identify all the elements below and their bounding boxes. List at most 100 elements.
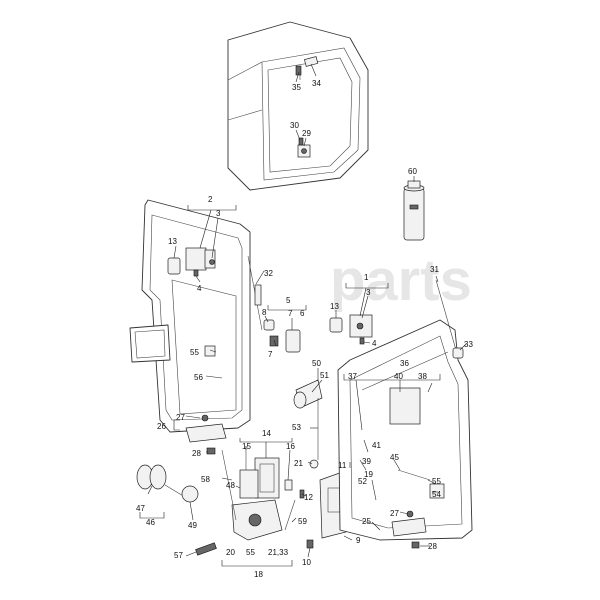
label-31: 31 xyxy=(430,265,439,274)
label-27-right: 27 xyxy=(390,509,399,518)
label-58: 58 xyxy=(201,475,210,484)
label-28-right: 28 xyxy=(428,542,437,551)
part-labels: 1 2 3 3 4 4 5 6 7 7 8 9 10 11 12 13 13 1… xyxy=(136,79,473,579)
label-3-right: 3 xyxy=(366,288,371,297)
label-55-right: 55 xyxy=(432,477,441,486)
label-51: 51 xyxy=(320,371,329,380)
label-1: 1 xyxy=(364,273,369,282)
label-39: 39 xyxy=(362,457,371,466)
pad-54 xyxy=(429,483,445,499)
hinge-25 xyxy=(391,510,427,537)
bolt-35 xyxy=(295,65,302,76)
right-rear-door xyxy=(337,319,473,541)
rod-32 xyxy=(247,255,263,331)
screw-4-left xyxy=(193,269,199,277)
screw-4-right xyxy=(359,337,365,345)
label-13-right: 13 xyxy=(330,302,339,311)
label-34: 34 xyxy=(312,79,321,88)
cover-48 xyxy=(239,469,259,499)
wheel-49 xyxy=(181,485,199,503)
label-54: 54 xyxy=(432,490,441,499)
handle-37 xyxy=(389,387,421,425)
label-55-left: 55 xyxy=(190,348,199,357)
label-35: 35 xyxy=(292,83,301,92)
bolt-10 xyxy=(306,539,314,549)
lock-46 xyxy=(136,464,191,501)
bolt-30 xyxy=(298,137,304,146)
bolt-28-right xyxy=(411,541,420,549)
label-52: 52 xyxy=(358,477,367,486)
label-20: 20 xyxy=(226,548,235,557)
hinge-26 xyxy=(185,414,227,443)
label-33: 33 xyxy=(464,340,473,349)
label-26: 26 xyxy=(157,422,166,431)
label-40: 40 xyxy=(394,372,403,381)
label-32: 32 xyxy=(264,269,273,278)
label-48: 48 xyxy=(226,481,235,490)
label-28-left: 28 xyxy=(192,449,201,458)
left-rear-door xyxy=(129,199,251,433)
clip-8 xyxy=(263,319,275,331)
label-53: 53 xyxy=(292,423,301,432)
label-14: 14 xyxy=(262,429,271,438)
label-21-33: 21,33 xyxy=(268,548,289,557)
rod-59 xyxy=(284,499,296,531)
linkage-45 xyxy=(397,469,431,481)
aerosol-can-60 xyxy=(403,180,425,241)
label-59: 59 xyxy=(298,517,307,526)
label-46: 46 xyxy=(146,518,155,527)
lock-18 xyxy=(231,499,283,541)
lock-14 xyxy=(254,457,280,499)
watermark-text: parts xyxy=(330,248,472,313)
label-12: 12 xyxy=(304,493,313,502)
label-8: 8 xyxy=(262,308,267,317)
label-45: 45 xyxy=(390,453,399,462)
label-2: 2 xyxy=(208,195,213,204)
outside-handle-51 xyxy=(293,379,323,409)
label-16: 16 xyxy=(286,442,295,451)
rod-31 xyxy=(435,279,457,351)
van-rear-body xyxy=(227,21,369,191)
label-13-left: 13 xyxy=(168,237,177,246)
label-7-lower: 7 xyxy=(268,350,273,359)
label-3-left: 3 xyxy=(216,209,221,218)
label-41: 41 xyxy=(372,441,381,450)
label-18: 18 xyxy=(254,570,263,579)
label-37: 37 xyxy=(348,372,357,381)
label-4-left: 4 xyxy=(197,284,202,293)
label-56: 56 xyxy=(194,373,203,382)
screw-7-center xyxy=(269,335,279,347)
lock-13-right xyxy=(329,317,343,333)
label-6: 6 xyxy=(300,309,305,318)
bolt-28-left xyxy=(206,447,216,455)
label-49: 49 xyxy=(188,521,197,530)
label-15: 15 xyxy=(242,442,251,451)
label-36: 36 xyxy=(400,359,409,368)
label-55-lower: 55 xyxy=(246,548,255,557)
label-38: 38 xyxy=(418,372,427,381)
hinge-2-left xyxy=(185,247,216,271)
label-19: 19 xyxy=(364,470,373,479)
label-47: 47 xyxy=(136,504,145,513)
striker-34 xyxy=(303,56,319,67)
clip-33 xyxy=(452,347,464,359)
label-7-center: 7 xyxy=(288,309,293,318)
striker-29 xyxy=(297,144,311,158)
clip-16 xyxy=(284,479,293,491)
lock-cylinder-6 xyxy=(285,329,301,353)
label-11: 11 xyxy=(338,461,347,470)
label-10: 10 xyxy=(302,558,311,567)
label-9: 9 xyxy=(356,536,361,545)
label-29: 29 xyxy=(302,129,311,138)
label-50: 50 xyxy=(312,359,321,368)
label-30: 30 xyxy=(290,121,299,130)
label-60: 60 xyxy=(408,167,417,176)
callout-lines xyxy=(139,63,467,567)
lock-13-left xyxy=(167,257,181,275)
clip-21 xyxy=(309,459,319,469)
label-25: 25 xyxy=(362,517,371,526)
label-5: 5 xyxy=(286,296,291,305)
bracket-55-left xyxy=(204,345,216,357)
label-4-right: 4 xyxy=(372,339,377,348)
